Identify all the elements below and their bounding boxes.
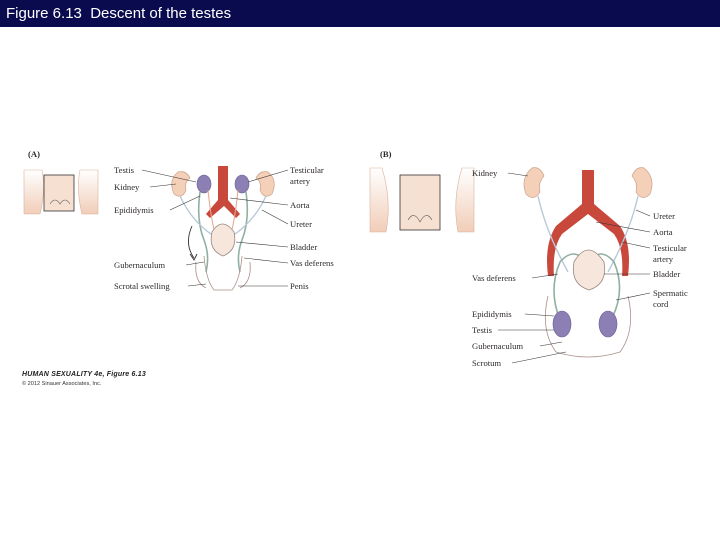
panel-a-label-artery: artery xyxy=(290,176,311,186)
figure-credit-copyright: © 2012 Sinauer Associates, Inc. xyxy=(22,381,102,387)
panel-a-label-scrotal-swelling: Scrotal swelling xyxy=(114,281,170,291)
panel-a-label-kidney: Kidney xyxy=(114,182,140,192)
panel-b-label-testicular: Testicular xyxy=(653,243,687,253)
panel-b-label-artery: artery xyxy=(653,254,674,264)
panel-a-label-epididymis: Epididymis xyxy=(114,205,154,215)
panel-a-kidney-right xyxy=(255,171,275,197)
panel-b-label-cord: cord xyxy=(653,299,669,309)
panel-a-bladder xyxy=(210,223,236,257)
panel-a-label-bladder: Bladder xyxy=(290,242,317,252)
panel-a-label-vas-deferens: Vas deferens xyxy=(290,258,334,268)
panel-a-label-testis: Testis xyxy=(114,165,135,175)
panel-b-label-gubernaculum: Gubernaculum xyxy=(472,341,523,351)
panel-b-bladder xyxy=(572,249,606,291)
panel-b-label-aorta: Aorta xyxy=(653,227,673,237)
panel-a-torso-thumbnail xyxy=(23,169,99,215)
panel-b-anatomy xyxy=(523,167,653,358)
panel-b-leader-lines xyxy=(498,172,651,364)
panel-b-label-ureter: Ureter xyxy=(653,211,675,221)
panel-a-aorta xyxy=(206,166,240,218)
panel-b-label-vas-deferens: Vas deferens xyxy=(472,273,516,283)
panel-b-label-epididymis: Epididymis xyxy=(472,309,512,319)
panel-b-aorta xyxy=(547,170,629,276)
panel-b-kidney-left xyxy=(523,167,545,198)
panel-b-testis-left xyxy=(552,310,572,338)
panel-b-testis-right xyxy=(598,310,618,338)
panel-a-label-testicular: Testicular xyxy=(290,165,324,175)
panel-b-tag: (B) xyxy=(380,149,392,159)
panel-a-label-gubernaculum: Gubernaculum xyxy=(114,260,165,270)
panel-a-testis-left xyxy=(196,174,212,194)
panel-a-anatomy xyxy=(171,166,275,291)
slide-title: Figure 6.13 Descent of the testes xyxy=(0,0,720,27)
panel-b-label-testis: Testis xyxy=(472,325,493,335)
panel-b-scrotum-outline xyxy=(544,295,632,358)
panel-a-label-aorta: Aorta xyxy=(290,200,310,210)
panel-b-kidney-right xyxy=(631,167,653,198)
panel-a-leader-lines xyxy=(141,169,289,287)
panel-a-tag: (A) xyxy=(28,149,40,159)
panel-b-label-bladder: Bladder xyxy=(653,269,680,279)
panel-a-label-ureter: Ureter xyxy=(290,219,312,229)
panel-a-testis-right xyxy=(234,174,250,194)
panel-a-label-penis: Penis xyxy=(290,281,309,291)
panel-b-label-scrotum: Scrotum xyxy=(472,358,501,368)
panel-b-label-spermatic: Spermatic xyxy=(653,288,688,298)
panel-b-torso-thumbnail xyxy=(369,167,475,233)
figure-credit-title: HUMAN SEXUALITY 4e, Figure 6.13 xyxy=(22,371,146,378)
panel-b-label-kidney: Kidney xyxy=(472,168,498,178)
